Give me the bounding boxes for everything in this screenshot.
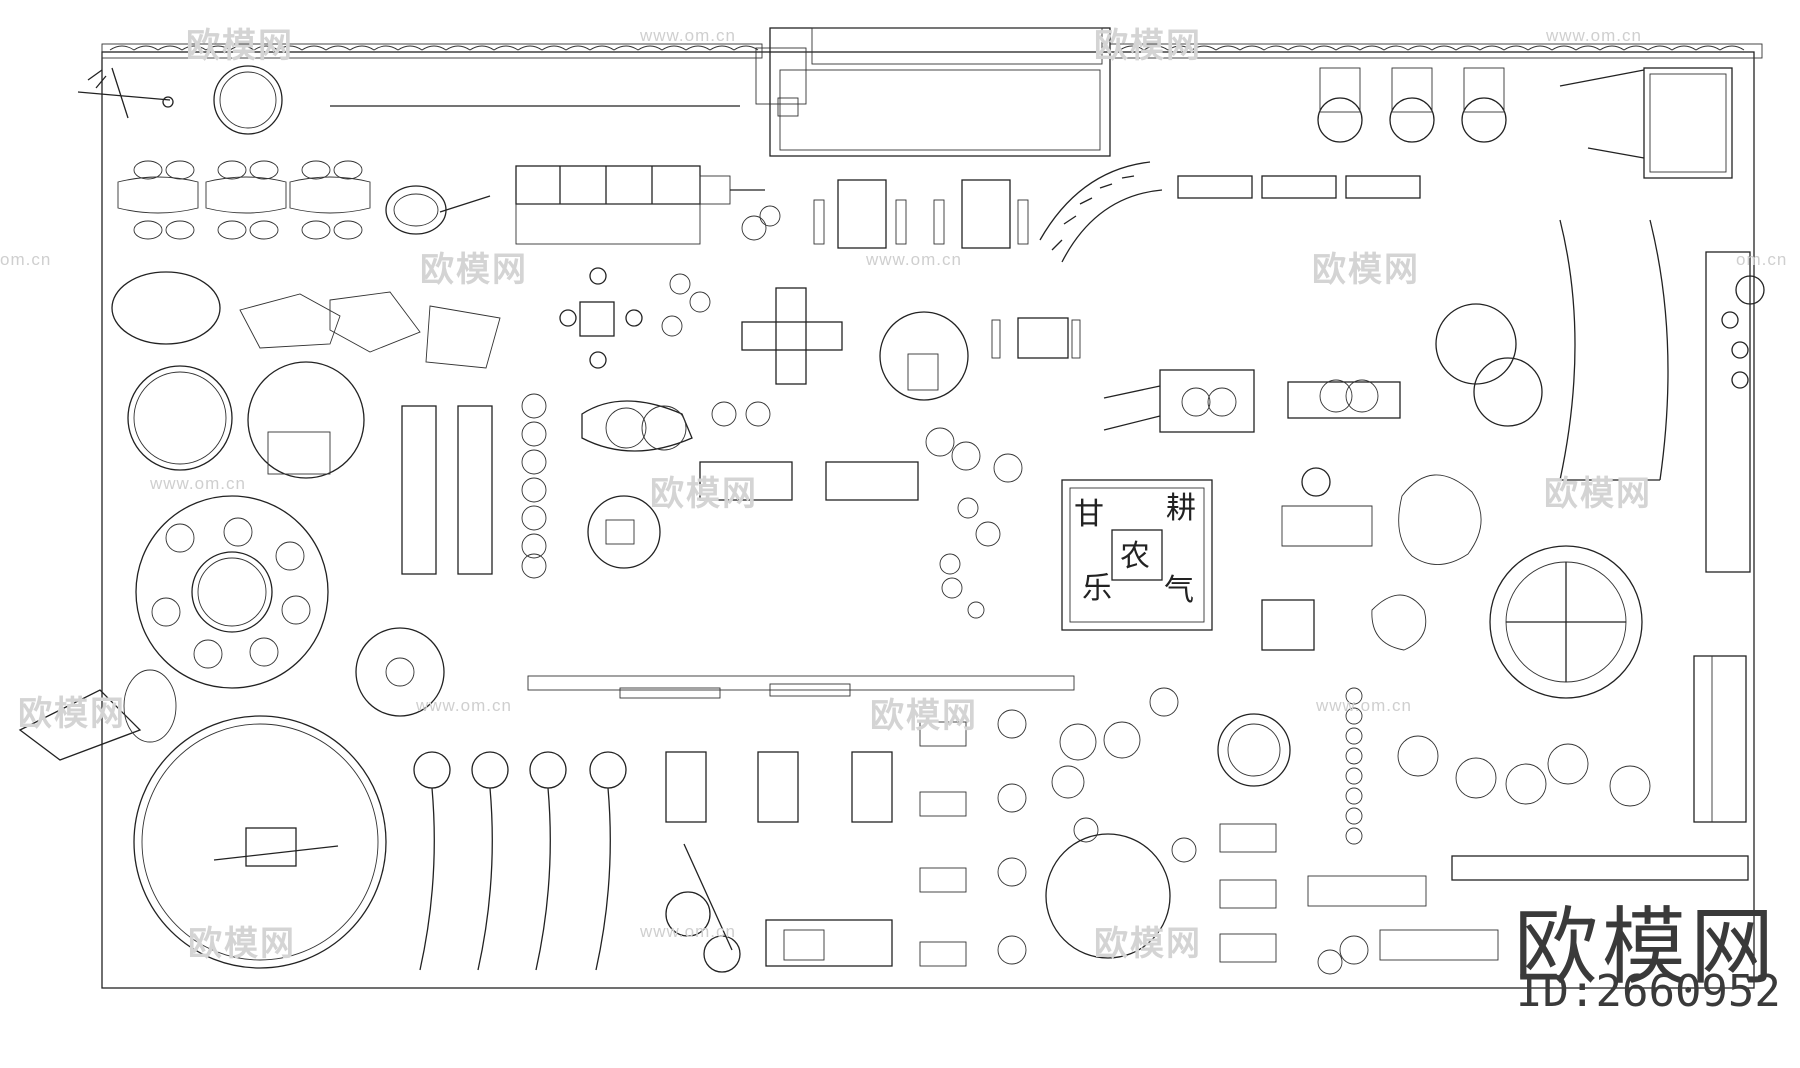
watermark-url-8: om.cn: [0, 250, 52, 269]
pot-trail: [925, 427, 1023, 619]
stage-building: [755, 27, 1111, 157]
sign-char-2: 农: [1120, 539, 1150, 574]
flower-pot-big: [1217, 713, 1291, 787]
top-wall-band: [101, 43, 763, 59]
bowl-pair: [711, 401, 771, 427]
right-ladder: [1693, 655, 1747, 823]
mill-platform: [133, 715, 387, 969]
plank-pair: [699, 461, 919, 501]
jar-pair: [1317, 935, 1369, 975]
long-railing: [527, 675, 1075, 699]
watermark-url-2: www.om.cn: [1546, 26, 1642, 45]
sign-char-4: 乐: [1082, 571, 1112, 606]
pot-stand: [355, 627, 445, 717]
stone-table-group: [117, 160, 371, 240]
ox-cart: [1103, 369, 1255, 433]
watermark-url-6: www.om.cn: [416, 696, 512, 715]
grinder: [1281, 467, 1373, 547]
waterwheel-small: [385, 185, 491, 235]
seat-set-center: [813, 179, 1029, 249]
watermark-url-1: www.om.cn: [640, 26, 736, 45]
hoe-row: [413, 751, 627, 971]
circle-cluster: [1051, 687, 1197, 863]
threshing-floor: [1045, 833, 1171, 959]
stove: [581, 400, 693, 452]
well: [587, 495, 661, 569]
rock-cluster: [239, 291, 501, 369]
site-boundary: [101, 51, 1755, 989]
round-dining-set: [135, 495, 329, 689]
millstone-top: [213, 65, 283, 135]
pinwheel-feature: [18, 669, 177, 761]
gate-frame: [1559, 67, 1733, 179]
stone-discs-right: [1435, 303, 1543, 427]
gear-track: [1451, 855, 1749, 881]
pot-column: [521, 393, 547, 579]
bench-stack: [1219, 823, 1277, 963]
stone-table-square: [559, 267, 643, 369]
cart-row: [1317, 67, 1507, 143]
sign-char-5: 气: [1164, 573, 1194, 608]
disk-cluster: [1397, 735, 1651, 807]
table-chairs: [991, 317, 1081, 359]
corner-brand-logo: 欧模网: [1514, 898, 1779, 996]
barrel-pair: [741, 205, 781, 241]
tub-column: [919, 721, 967, 967]
round-tent: [879, 311, 969, 401]
corner-id-text: ID:2660952: [1516, 966, 1781, 1017]
square-table-chairs: [1261, 599, 1315, 651]
rope-column: [1345, 687, 1363, 845]
watermark-url-9: om.cn: [1736, 250, 1788, 269]
bench-pair: [401, 405, 493, 575]
big-waterwheel: [1489, 545, 1643, 699]
center-sign-plaza: [1061, 479, 1213, 631]
watermark-url-7: www.om.cn: [640, 922, 736, 941]
boulder: [1371, 474, 1482, 651]
watermark-url-3: www.om.cn: [866, 250, 962, 269]
watermark-url-5: www.om.cn: [1316, 696, 1412, 715]
loom-row: [665, 751, 893, 823]
roller-row: [1177, 175, 1421, 199]
sign-char-3: 甘: [1074, 497, 1104, 532]
right-side-rack: [1705, 251, 1765, 573]
sign-board-left: [111, 271, 221, 345]
watermark-url-4: www.om.cn: [150, 474, 246, 493]
pan-column: [997, 709, 1027, 965]
barrel-cart: [1287, 379, 1401, 419]
trough-pair: [1307, 875, 1499, 961]
machine-tractor: [765, 919, 893, 967]
spinning-wheels: [665, 843, 741, 973]
rake-tool: [77, 67, 174, 119]
tea-set: [661, 273, 711, 337]
market-stall: [515, 165, 765, 245]
ring-left-a: [127, 365, 233, 471]
ring-left-b: [247, 361, 365, 479]
curved-trellis: [1559, 219, 1669, 481]
tile-row-top: [109, 45, 1745, 51]
cross-table: [741, 287, 843, 385]
sign-char-1: 耕: [1166, 491, 1196, 526]
curved-bridge: [1039, 161, 1163, 263]
